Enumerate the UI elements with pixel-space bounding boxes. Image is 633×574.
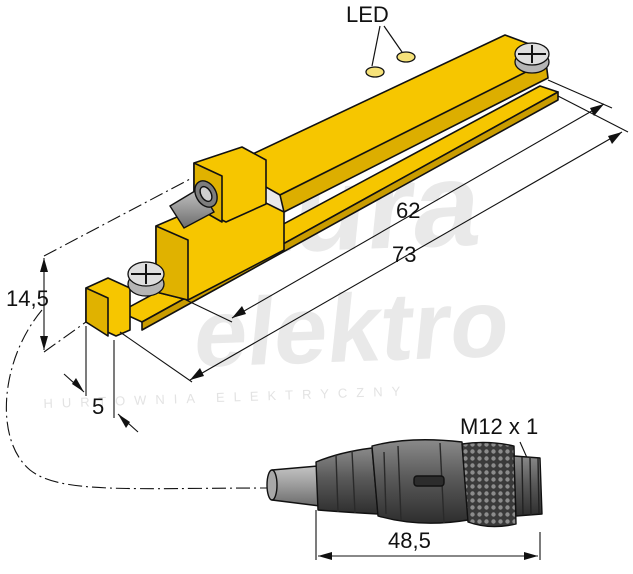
dim-label-5: 5	[92, 394, 104, 419]
connector-strain-relief	[315, 447, 379, 515]
led-leader-2	[383, 25, 403, 53]
led-2	[396, 51, 416, 63]
connector-knurled-nut	[461, 441, 517, 528]
watermark-word-bottom: elektro	[189, 270, 515, 388]
connector-cable	[271, 465, 321, 507]
led-label: LED	[346, 2, 389, 27]
connector-thread	[513, 455, 543, 517]
led-leader-1	[371, 25, 381, 67]
housing-front-face	[279, 61, 549, 213]
mounting-screw-left	[127, 261, 165, 297]
connector-link-line	[5, 309, 271, 490]
sensor-cable-stub	[169, 180, 218, 229]
dim-label-48-5: 48,5	[388, 528, 431, 553]
dim-label-62: 62	[396, 198, 420, 223]
dimension-lines	[5, 79, 629, 560]
dimension-arrows	[40, 104, 622, 560]
m12-connector	[266, 439, 543, 528]
mounting-screw-right	[514, 42, 550, 74]
housing-end-clip-face	[85, 287, 109, 337]
dim-label-73: 73	[392, 242, 416, 267]
thread-label: M12 x 1	[460, 414, 538, 439]
led-indicators	[365, 51, 416, 78]
dim-label-14-5: 14,5	[6, 286, 49, 311]
dim-line-62	[231, 103, 605, 319]
led-1	[365, 66, 385, 78]
dim-line-73	[189, 131, 623, 381]
